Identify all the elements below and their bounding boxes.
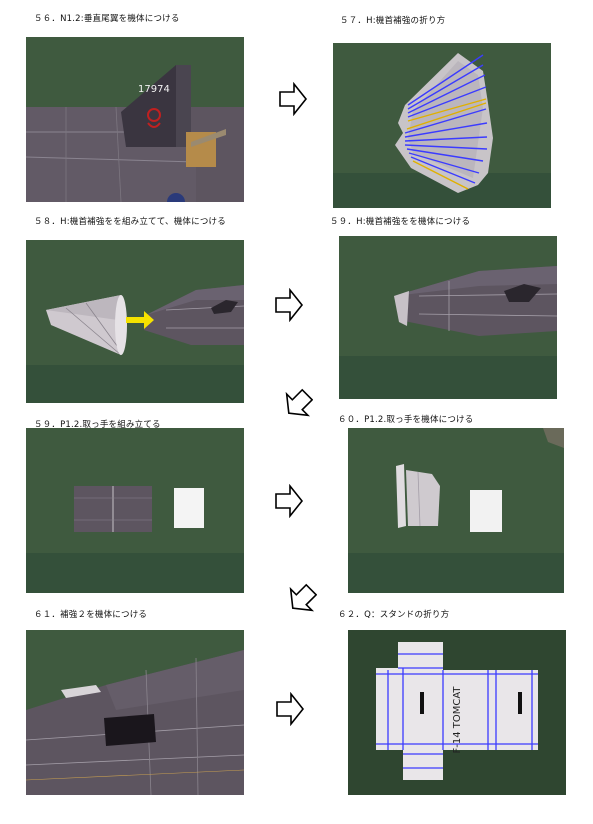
yellow-arrow-icon — [126, 311, 154, 329]
right-arrow-icon — [275, 692, 305, 726]
right-arrow-icon — [278, 82, 308, 116]
step-60-photo — [348, 428, 564, 593]
down-left-arrow-icon — [283, 387, 313, 421]
step-58-caption: ５８．H:機首補強をを組み立てて、機体につける — [34, 217, 226, 227]
step-58-photo — [26, 240, 244, 403]
step-59b-caption: ５９．P1.2.取っ手を組み立てる — [34, 420, 161, 430]
step-57-caption: ５７．H:機首補強の折り方 — [340, 16, 446, 26]
stand-label: F-14 TOMCAT — [452, 686, 463, 754]
step-61-photo — [26, 630, 244, 795]
step-59b-photo — [26, 428, 244, 593]
step-57-photo — [333, 43, 551, 208]
step-61-caption: ６１．補強２を機体につける — [34, 610, 148, 620]
step-56-photo: 17974 — [26, 37, 244, 202]
tail-number: 17974 — [138, 84, 170, 95]
step-60-caption: ６０．P1.2.取っ手を機体につける — [338, 415, 474, 425]
down-left-arrow-icon — [287, 582, 317, 616]
right-arrow-icon — [274, 288, 304, 322]
right-arrow-icon — [274, 484, 304, 518]
step-59a-caption: ５９．H:機首補強をを機体につける — [330, 217, 471, 227]
step-62-caption: ６２．Q：スタンドの折り方 — [338, 610, 450, 620]
step-62-photo: F-14 TOMCAT — [348, 630, 566, 795]
step-56-caption: ５６．N1.2:垂直尾翼を機体につける — [34, 14, 180, 24]
step-59a-photo — [339, 236, 557, 399]
